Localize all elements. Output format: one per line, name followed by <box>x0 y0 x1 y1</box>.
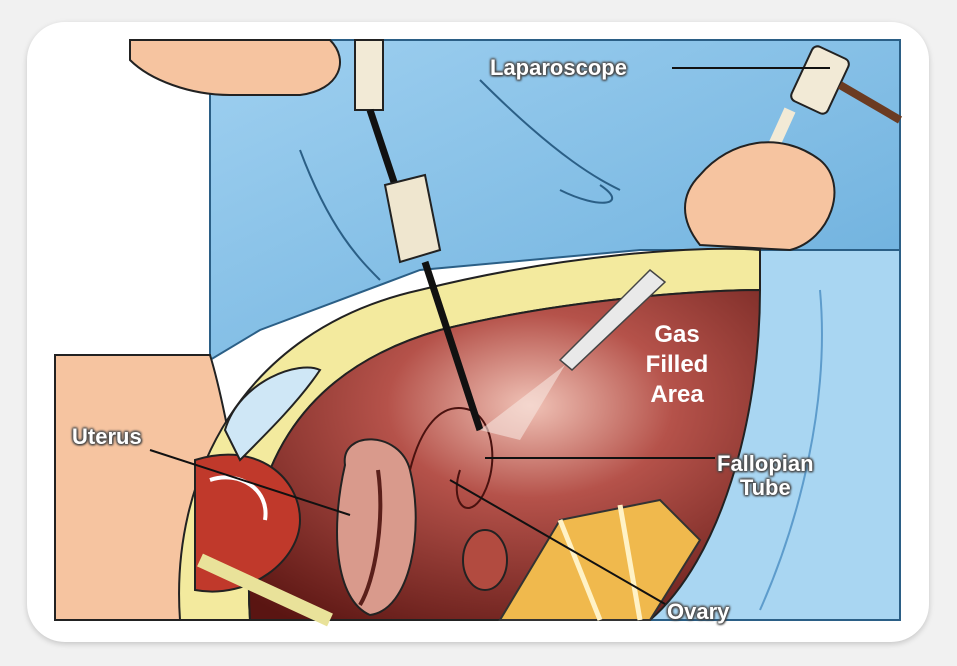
illustration-frame: Laparoscope Gas Filled Area Uterus Fallo… <box>27 22 929 642</box>
surgeon-hand-left <box>130 40 340 95</box>
ovary-label: Ovary <box>667 600 729 624</box>
gas-filled-area-label: Gas Filled Area <box>617 320 737 410</box>
gas-label-line3: Area <box>617 380 737 410</box>
uterus-label: Uterus <box>72 425 142 449</box>
fallopian-label-line1: Fallopian <box>717 452 814 476</box>
ovary <box>463 530 507 590</box>
fallopian-label-line2: Tube <box>717 476 814 500</box>
gas-label-line2: Filled <box>617 350 737 380</box>
fallopian-tube-label: Fallopian Tube <box>717 452 814 500</box>
laparoscope-label: Laparoscope <box>490 56 627 80</box>
laparoscopy-illustration <box>27 22 929 642</box>
gas-label-line1: Gas <box>617 320 737 350</box>
